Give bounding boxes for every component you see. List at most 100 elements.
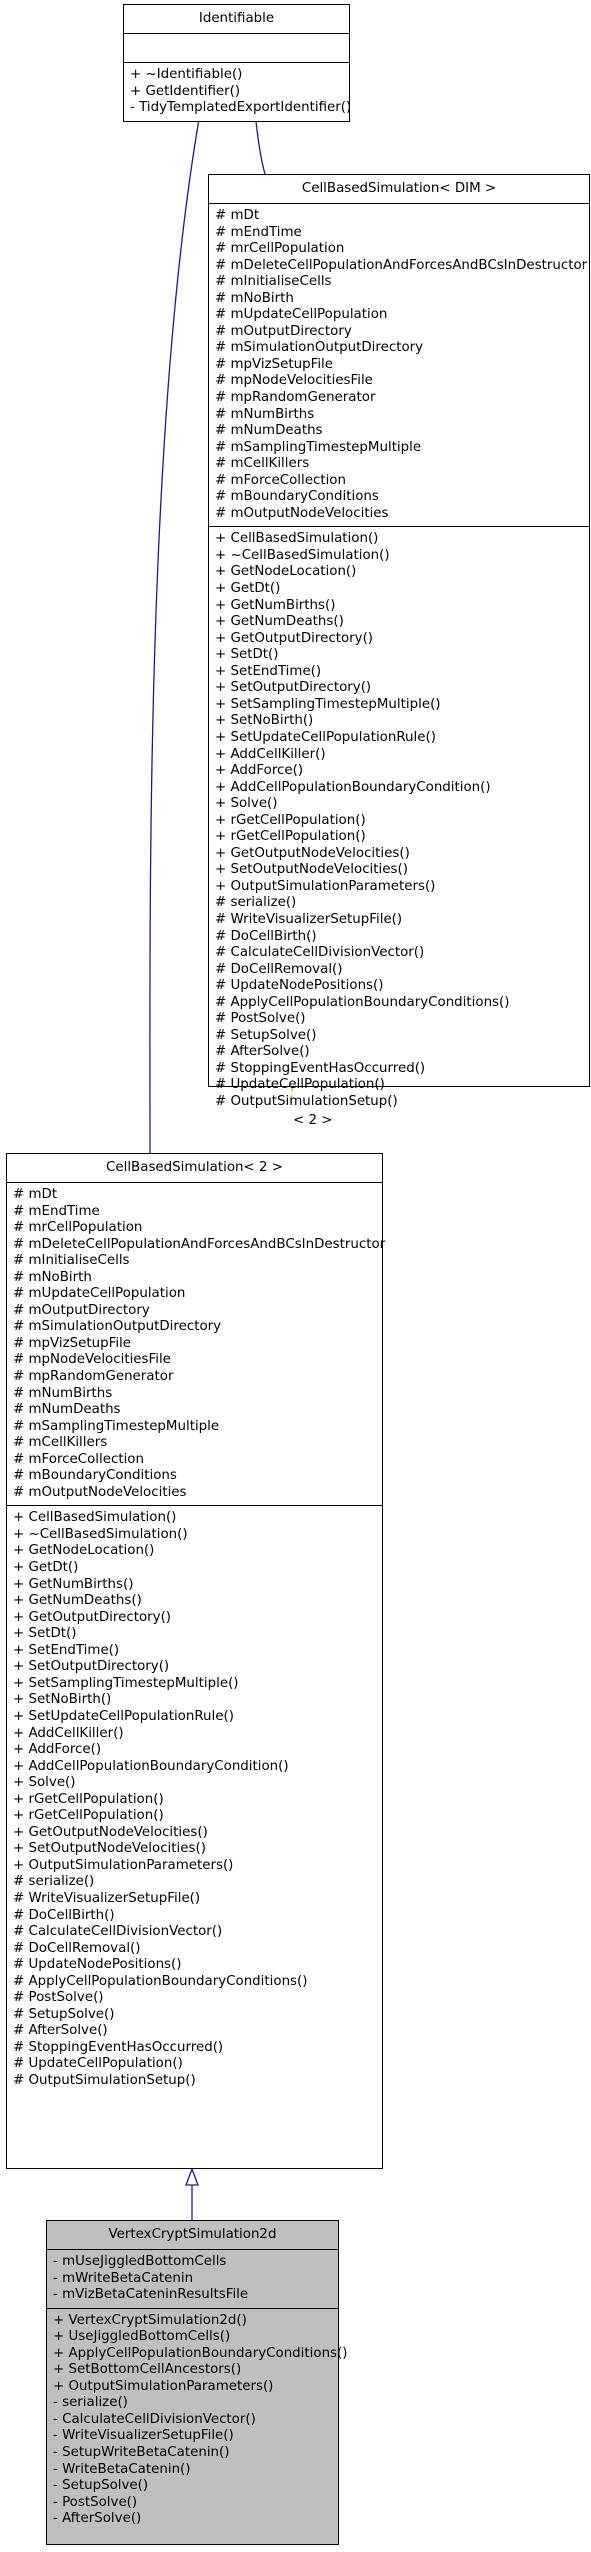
- attribute-row[interactable]: # mrCellPopulation: [215, 241, 345, 257]
- attribute-row[interactable]: # mpNodeVelocitiesFile: [13, 1352, 171, 1368]
- attribute-row[interactable]: # mInitialiseCells: [13, 1253, 130, 1269]
- attribute-row[interactable]: # mNumDeaths: [215, 423, 323, 439]
- method-row[interactable]: # serialize(): [13, 1874, 95, 1890]
- attribute-row[interactable]: # mEndTime: [13, 1203, 100, 1219]
- class-vertex-crypt-simulation-2d[interactable]: VertexCryptSimulation2d - mUseJiggledBot…: [46, 2220, 348, 2545]
- method-row[interactable]: + GetNodeLocation(): [215, 564, 357, 580]
- attribute-row[interactable]: # mSimulationOutputDirectory: [13, 1319, 222, 1335]
- method-row[interactable]: + UseJiggledBottomCells(): [53, 2329, 231, 2345]
- method-row[interactable]: + ~CellBasedSimulation(): [215, 547, 390, 563]
- class-cell-based-simulation-2[interactable]: CellBasedSimulation< 2 > # mDt# mEndTime…: [6, 1153, 385, 2169]
- attribute-row[interactable]: # mCellKillers: [215, 456, 310, 472]
- method-row[interactable]: + OutputSimulationParameters(): [215, 878, 436, 894]
- attribute-row[interactable]: # mpVizSetupFile: [13, 1335, 132, 1351]
- method-row[interactable]: # ApplyCellPopulationBoundaryConditions(…: [13, 1973, 308, 1989]
- method-row[interactable]: + SetOutputDirectory(): [13, 1659, 170, 1675]
- method-row[interactable]: - TidyTemplatedExportIdentifier(): [130, 100, 352, 116]
- method-row[interactable]: # serialize(): [215, 895, 297, 911]
- method-row[interactable]: + ~CellBasedSimulation(): [13, 1526, 188, 1542]
- method-row[interactable]: + GetNodeLocation(): [13, 1543, 155, 1559]
- attribute-row[interactable]: # mOutputNodeVelocities: [215, 505, 389, 521]
- attribute-row[interactable]: # mSamplingTimestepMultiple: [215, 439, 422, 455]
- attribute-row[interactable]: # mInitialiseCells: [215, 274, 332, 290]
- method-row[interactable]: + rGetCellPopulation(): [215, 812, 366, 828]
- method-row[interactable]: + SetUpdateCellPopulationRule(): [13, 1708, 234, 1724]
- method-row[interactable]: # UpdateNodePositions(): [13, 1957, 182, 1973]
- method-row[interactable]: + SetOutputNodeVelocities(): [13, 1841, 206, 1857]
- attribute-row[interactable]: # mBoundaryConditions: [215, 489, 379, 505]
- attribute-row[interactable]: # mOutputDirectory: [215, 323, 352, 339]
- attribute-row[interactable]: # mForceCollection: [13, 1451, 144, 1467]
- method-row[interactable]: + SetBottomCellAncestors(): [53, 2362, 242, 2378]
- method-row[interactable]: + AddForce(): [215, 763, 304, 779]
- method-row[interactable]: # PostSolve(): [13, 1990, 104, 2006]
- attribute-row[interactable]: # mForceCollection: [215, 472, 346, 488]
- method-row[interactable]: + GetDt(): [215, 581, 281, 597]
- method-row[interactable]: - AfterSolve(): [53, 2511, 142, 2527]
- method-row[interactable]: + AddCellPopulationBoundaryCondition(): [13, 1758, 289, 1774]
- method-row[interactable]: + SetDt(): [13, 1626, 77, 1642]
- attribute-row[interactable]: # mNumDeaths: [13, 1402, 121, 1418]
- method-row[interactable]: + SetSamplingTimestepMultiple(): [215, 696, 441, 712]
- attribute-row[interactable]: # mrCellPopulation: [13, 1220, 143, 1236]
- method-row[interactable]: # StoppingEventHasOccurred(): [13, 2039, 224, 2055]
- method-row[interactable]: + GetNumDeaths(): [215, 614, 344, 630]
- method-row[interactable]: + GetNumDeaths(): [13, 1593, 142, 1609]
- method-row[interactable]: # OutputSimulationSetup(): [215, 1093, 398, 1109]
- method-row[interactable]: + rGetCellPopulation(): [13, 1791, 164, 1807]
- attribute-row[interactable]: # mpVizSetupFile: [215, 356, 334, 372]
- method-row[interactable]: + SetNoBirth(): [215, 713, 314, 729]
- attribute-row[interactable]: # mNumBirths: [215, 406, 315, 422]
- method-row[interactable]: + SetDt(): [215, 647, 279, 663]
- method-row[interactable]: # SetupSolve(): [215, 1027, 317, 1043]
- attribute-row[interactable]: # mpNodeVelocitiesFile: [215, 373, 373, 389]
- attribute-row[interactable]: # mpRandomGenerator: [215, 390, 376, 406]
- method-row[interactable]: + Solve(): [13, 1775, 76, 1791]
- attribute-row[interactable]: # mOutputDirectory: [13, 1302, 150, 1318]
- attribute-row[interactable]: # mSimulationOutputDirectory: [215, 340, 424, 356]
- method-row[interactable]: - SetupSolve(): [53, 2478, 149, 2494]
- attribute-row[interactable]: # mDt: [215, 208, 260, 223]
- method-row[interactable]: + AddForce(): [13, 1742, 102, 1758]
- method-row[interactable]: + GetOutputDirectory(): [13, 1609, 172, 1625]
- method-row[interactable]: + GetIdentifier(): [130, 83, 241, 99]
- method-row[interactable]: + GetNumBirths(): [13, 1576, 134, 1592]
- method-row[interactable]: - SetupWriteBetaCatenin(): [53, 2445, 230, 2461]
- attribute-row[interactable]: # mUpdateCellPopulation: [215, 307, 388, 323]
- method-row[interactable]: + OutputSimulationParameters(): [53, 2378, 274, 2394]
- method-row[interactable]: # DoCellBirth(): [13, 1907, 115, 1923]
- method-row[interactable]: - WriteVisualizerSetupFile(): [53, 2428, 234, 2444]
- method-row[interactable]: - WriteBetaCatenin(): [53, 2461, 191, 2477]
- method-row[interactable]: + SetEndTime(): [215, 663, 322, 679]
- method-row[interactable]: # WriteVisualizerSetupFile(): [215, 911, 403, 927]
- method-row[interactable]: # PostSolve(): [215, 1011, 306, 1027]
- method-row[interactable]: + rGetCellPopulation(): [215, 829, 366, 845]
- method-row[interactable]: # AfterSolve(): [215, 1044, 310, 1060]
- method-row[interactable]: # CalculateCellDivisionVector(): [215, 945, 425, 961]
- method-row[interactable]: + rGetCellPopulation(): [13, 1808, 164, 1824]
- method-row[interactable]: + SetSamplingTimestepMultiple(): [13, 1675, 239, 1691]
- method-row[interactable]: # AfterSolve(): [13, 2023, 108, 2039]
- method-row[interactable]: + AddCellKiller(): [215, 746, 326, 762]
- method-row[interactable]: + GetOutputDirectory(): [215, 630, 374, 646]
- method-row[interactable]: # UpdateCellPopulation(): [13, 2056, 183, 2072]
- method-row[interactable]: + ApplyCellPopulationBoundaryConditions(…: [53, 2345, 348, 2361]
- method-row[interactable]: + SetOutputDirectory(): [215, 680, 372, 696]
- method-row[interactable]: # SetupSolve(): [13, 2006, 115, 2022]
- attribute-row[interactable]: # mCellKillers: [13, 1435, 108, 1451]
- class-cell-based-simulation-dim[interactable]: CellBasedSimulation< DIM > # mDt# mEndTi…: [208, 174, 590, 1109]
- method-row[interactable]: + AddCellKiller(): [13, 1725, 124, 1741]
- method-row[interactable]: - PostSolve(): [53, 2494, 138, 2510]
- method-row[interactable]: + Solve(): [215, 796, 278, 812]
- method-row[interactable]: + ~Identifiable(): [130, 67, 243, 82]
- method-row[interactable]: + VertexCryptSimulation2d(): [53, 2312, 247, 2328]
- attribute-row[interactable]: # mNoBirth: [13, 1269, 92, 1285]
- method-row[interactable]: + SetUpdateCellPopulationRule(): [215, 729, 436, 745]
- method-row[interactable]: + GetDt(): [13, 1560, 79, 1576]
- attribute-row[interactable]: # mNoBirth: [215, 290, 294, 306]
- attribute-row[interactable]: # mUpdateCellPopulation: [13, 1286, 186, 1302]
- method-row[interactable]: - CalculateCellDivisionVector(): [53, 2411, 256, 2427]
- method-row[interactable]: # OutputSimulationSetup(): [13, 2072, 196, 2088]
- method-row[interactable]: + CellBasedSimulation(): [215, 531, 379, 547]
- method-row[interactable]: + AddCellPopulationBoundaryCondition(): [215, 779, 491, 795]
